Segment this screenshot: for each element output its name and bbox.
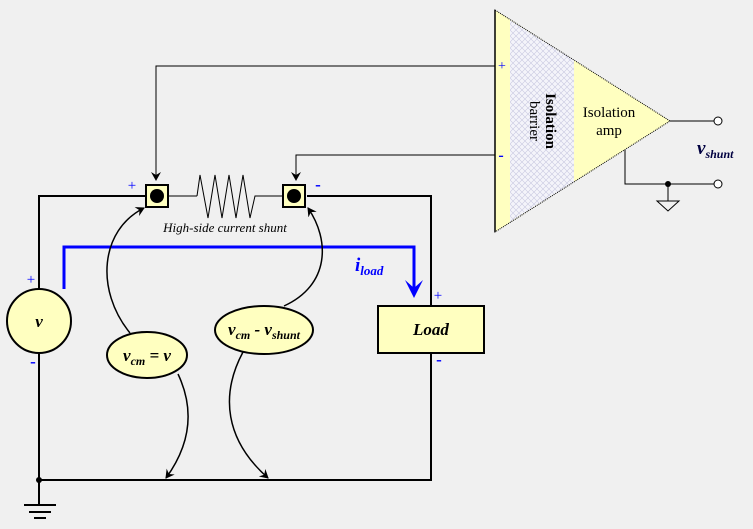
amp-label-1: Isolation	[583, 105, 636, 121]
current-label: iload	[355, 255, 384, 278]
amp-plus: +	[498, 59, 506, 74]
shunt-resistor: + - High-side current shunt	[128, 174, 321, 235]
annotation-curves	[106, 207, 324, 479]
ground-icon	[24, 504, 56, 519]
amp-minus: -	[498, 147, 503, 164]
load-label: Load	[412, 320, 449, 339]
wire-bottom	[38, 306, 432, 481]
shunt-minus: -	[315, 175, 321, 194]
load-minus: -	[436, 350, 442, 369]
load: Load + -	[377, 288, 485, 369]
barrier-label-1: Isolation	[542, 93, 558, 150]
current-arrow: iload	[62, 245, 423, 298]
output-terminal-minus	[713, 179, 723, 189]
junction-dot	[36, 477, 42, 483]
sense-wires	[151, 65, 496, 181]
isolation-amplifier: + - Isolation barrier Isolation amp	[494, 9, 671, 233]
vcm-vshunt-label: vcm - vshunt	[228, 320, 301, 342]
shunt-plus: +	[128, 178, 136, 194]
load-plus: +	[434, 288, 442, 304]
source-plus: +	[27, 272, 35, 288]
voltage-source: v + -	[6, 272, 72, 371]
vcm-bubble: vcm = v	[106, 331, 188, 379]
output-junction-dot	[665, 181, 671, 187]
barrier-label-2: barrier	[526, 101, 542, 141]
source-label: v	[35, 312, 43, 331]
wires	[38, 195, 432, 505]
vcm-label: vcm = v	[123, 346, 171, 368]
vcm-minus-vshunt-bubble: vcm - vshunt	[214, 305, 314, 355]
output-terminal-plus	[713, 116, 723, 126]
shunt-caption: High-side current shunt	[162, 220, 287, 235]
wire-top-left	[38, 195, 146, 289]
vshunt-output-label: vshunt	[697, 138, 734, 161]
amp-label-2: amp	[596, 123, 622, 139]
wire-top-right	[307, 195, 432, 306]
source-minus: -	[30, 352, 36, 371]
